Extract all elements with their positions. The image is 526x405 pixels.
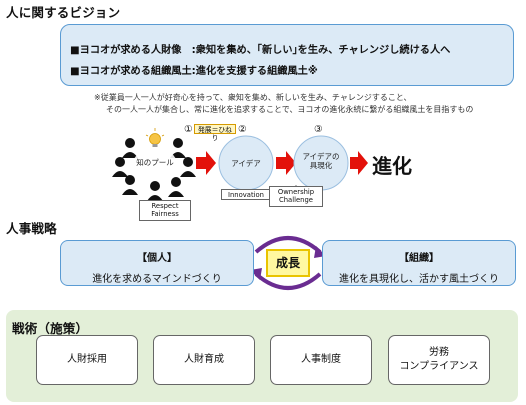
- organization-text: 進化を具現化し、活かす風土づくり: [339, 274, 499, 285]
- vision-note-2: その一人一人が集合し、常に進化を追求することで、ヨコオの進化永続に繋がる組織風土…: [106, 105, 474, 114]
- strategy-heading: 人事戦略: [6, 221, 57, 236]
- people-group-icon: [112, 138, 196, 201]
- individual-title: 【個人】: [137, 253, 177, 264]
- vision-line-2: ■ヨコオが求める組織風土:進化を支援する組織風土※: [70, 66, 318, 77]
- knowledge-pool-label: 知のプール: [136, 158, 174, 167]
- vision-note-1: ※従業員一人一人が好奇心を持って、衆知を集め、新しいを生み、チャレンジすること、: [94, 93, 412, 102]
- ownership-label: Ownership: [277, 188, 315, 196]
- realization-label: アイデアの 具現化: [296, 152, 346, 171]
- innovation-box: Innovation: [221, 189, 271, 200]
- evolution-label: 進化: [372, 154, 412, 178]
- tactic-recruitment: 人財採用: [36, 335, 138, 385]
- step-3-number: ③: [314, 124, 323, 135]
- idea-label: アイデア: [231, 159, 261, 168]
- cycle-arrow-bottom: [254, 272, 322, 290]
- tactic-hr-system: 人事制度: [270, 335, 372, 385]
- individual-text: 進化を求めるマインドづくり: [92, 274, 222, 285]
- development-tag: 発展＝ひねり: [194, 124, 236, 142]
- compliance-label: コンプライアンス: [399, 361, 479, 372]
- step-2-number: ②: [238, 124, 247, 135]
- vision-line-1: ■ヨコオが求める人財像 :衆知を集め、｢新しい｣を生み、チャレンジし続ける人へ: [70, 45, 451, 56]
- ownership-challenge-box: Ownership Challenge: [269, 186, 323, 207]
- growth-box: 成長: [266, 249, 310, 277]
- tactic-development: 人財育成: [153, 335, 255, 385]
- organization-box: 【組織】 進化を具現化し、活かす風土づくり: [322, 240, 516, 286]
- cycle-arrow-top: [254, 236, 322, 254]
- tactics-heading: 戦術（施策）: [12, 321, 89, 336]
- labor-label: 労務: [429, 347, 449, 358]
- realization-label-line-2: 具現化: [309, 161, 333, 171]
- step-1-number: ①: [184, 124, 193, 135]
- tactic-labor-compliance: 労務 コンプライアンス: [388, 335, 490, 385]
- arrow-1: [196, 151, 216, 175]
- arrow-2: [276, 151, 296, 175]
- vision-heading: 人に関するビジョン: [6, 5, 121, 20]
- fairness-label: Fairness: [151, 210, 179, 219]
- respect-label: Respect: [151, 202, 179, 210]
- respect-fairness-box: Respect Fairness: [139, 200, 191, 221]
- knowledge-pool-circle: [133, 148, 177, 180]
- lightbulb-icon: [145, 128, 165, 147]
- organization-title: 【組織】: [399, 253, 439, 264]
- realization-label-line-1: アイデアの: [302, 152, 340, 161]
- individual-box: 【個人】 進化を求めるマインドづくり: [60, 240, 254, 286]
- challenge-label: Challenge: [279, 196, 313, 205]
- arrow-3: [350, 151, 368, 175]
- vision-box: [60, 24, 514, 86]
